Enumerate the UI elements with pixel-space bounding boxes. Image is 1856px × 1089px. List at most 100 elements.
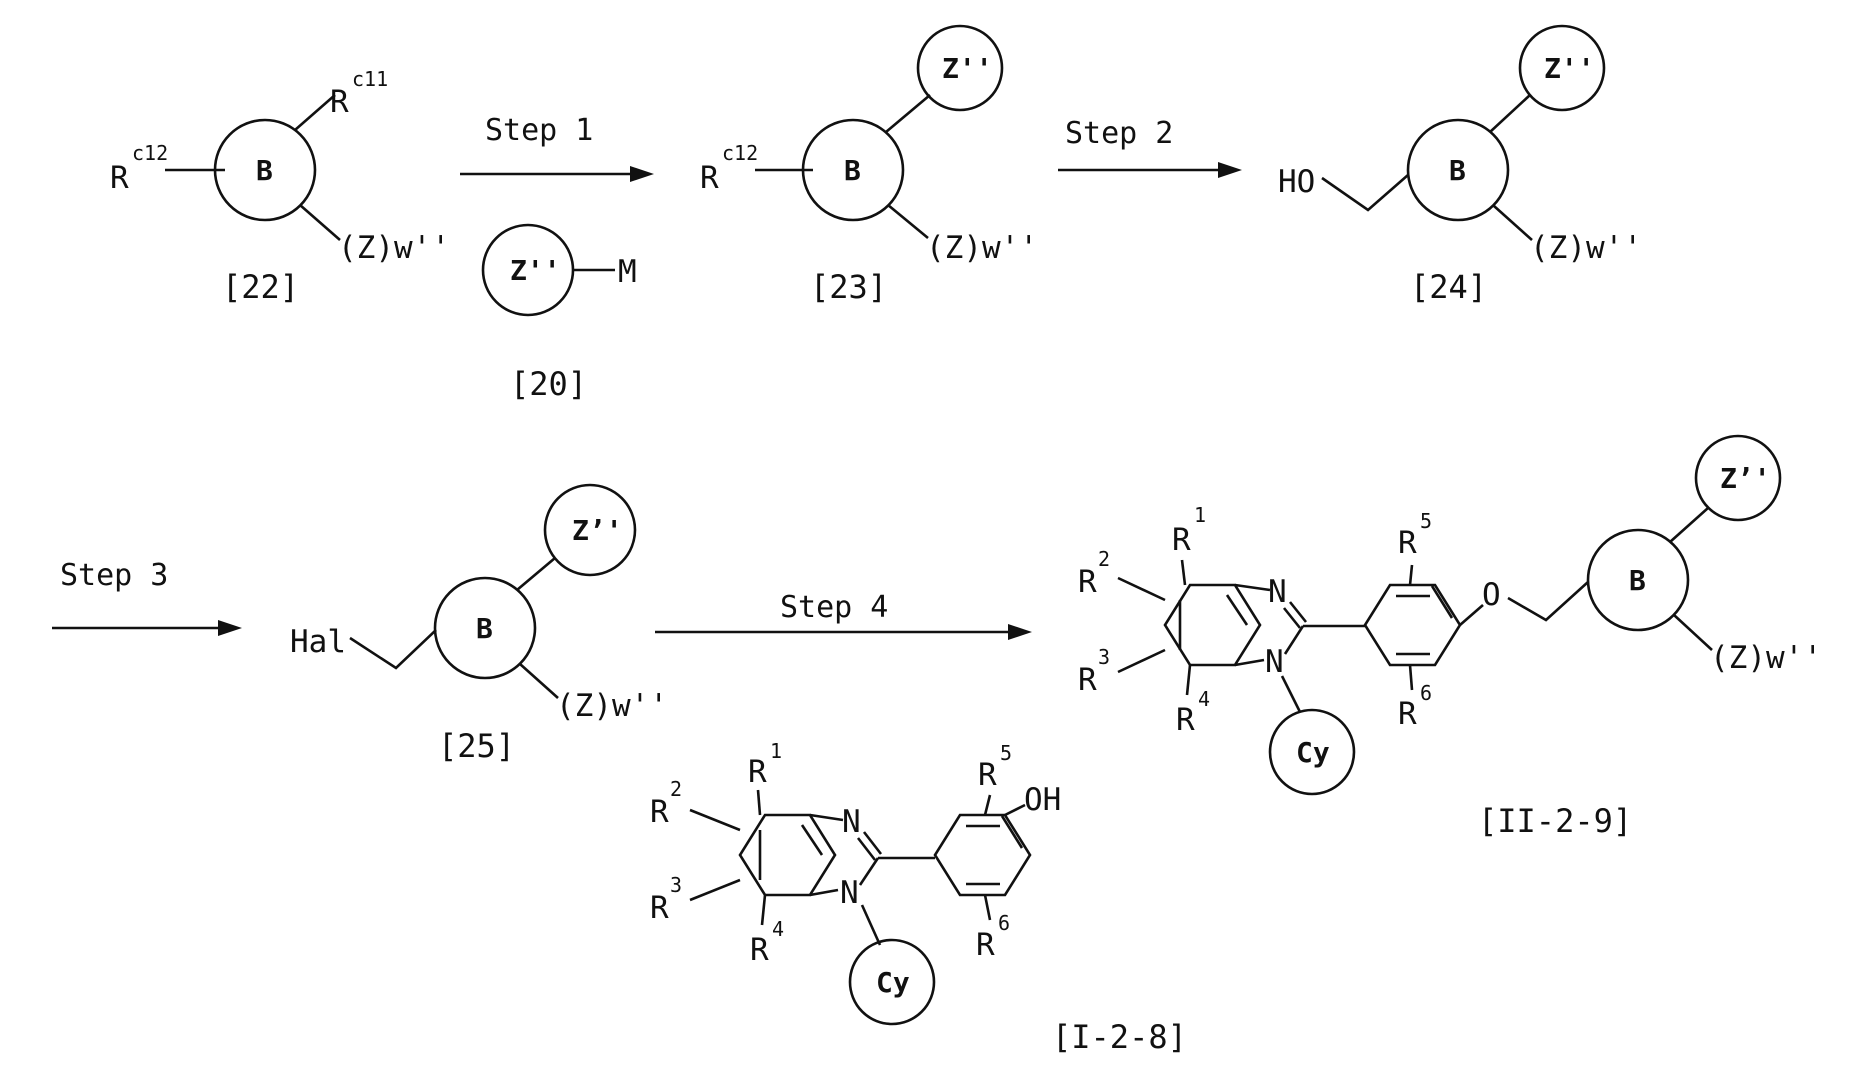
substituent-rc12-superscript: c12 xyxy=(132,141,168,165)
arrowhead xyxy=(1218,162,1242,178)
substituent-r6-superscript: 6 xyxy=(1420,681,1432,705)
bond xyxy=(1235,660,1264,665)
substituent-zw: (Z)w'' xyxy=(926,230,1038,266)
ring-b-label: B xyxy=(844,154,861,187)
substituent-rc12-superscript: c12 xyxy=(722,141,758,165)
substituent-r3-superscript: 3 xyxy=(1098,645,1110,669)
cyclo-ring-label: Cy xyxy=(876,966,910,999)
ring-b-label: B xyxy=(1449,154,1466,187)
ring-z-label: Z'' xyxy=(510,254,561,287)
arrowhead xyxy=(630,166,654,182)
compound-label-22: [22] xyxy=(222,268,299,306)
bond xyxy=(862,905,880,945)
substituent-r6-superscript: 6 xyxy=(998,911,1010,935)
arrowhead xyxy=(1008,624,1032,640)
compound-25: Hal B Z’' (Z)w'' [25] xyxy=(290,485,668,765)
substituent-r3-superscript: 3 xyxy=(670,873,682,897)
bond xyxy=(1508,582,1588,620)
step-3-label: Step 3 xyxy=(60,558,168,593)
compound-20: Z'' M [20] xyxy=(483,225,637,403)
bond xyxy=(1410,665,1412,690)
substituent-r4: R xyxy=(1176,702,1195,738)
bond xyxy=(810,890,838,895)
nitrogen-label: N xyxy=(1268,574,1287,610)
arrow-step-3: Step 3 xyxy=(52,558,242,636)
bond xyxy=(810,815,843,820)
bond xyxy=(517,558,555,590)
ether-oxygen-label: O xyxy=(1482,577,1501,613)
substituent-r1: R xyxy=(748,754,767,790)
substituent-r5: R xyxy=(1398,525,1417,561)
bond xyxy=(1490,95,1530,132)
bond xyxy=(758,790,760,815)
substituent-zw: (Z)w'' xyxy=(556,688,668,724)
compound-ii-2-9: N N O B Z’' (Z)w'' R 1 R 2 R 3 R 4 R 5 xyxy=(1078,436,1822,840)
substituent-r5-superscript: 5 xyxy=(1420,509,1432,533)
substituent-rc12: R xyxy=(110,160,129,196)
substituent-r1: R xyxy=(1172,522,1191,558)
substituent-rc12: R xyxy=(700,160,719,196)
ring-z-label: Z’' xyxy=(572,514,623,547)
bond xyxy=(762,895,765,925)
cyclo-ring-label: Cy xyxy=(1296,736,1330,769)
substituent-rc11: R xyxy=(330,84,349,120)
substituent-r4: R xyxy=(750,932,769,968)
compound-i-2-8: N N OH R 1 R 2 R 3 R 4 R 5 R 6 Cy [I-2-8… xyxy=(650,739,1187,1056)
substituent-zw: (Z)w'' xyxy=(1710,640,1822,676)
bond xyxy=(690,880,740,900)
compound-label-25: [25] xyxy=(438,727,515,765)
ring-z-label: Z'' xyxy=(942,52,993,85)
bond xyxy=(888,205,928,238)
step-2-label: Step 2 xyxy=(1065,116,1173,151)
compound-23: B R c12 Z'' (Z)w'' [23] xyxy=(700,26,1038,306)
hydroxy-label: HO xyxy=(1278,164,1315,200)
compound-label-ii-2-9: [II-2-9] xyxy=(1478,802,1632,840)
bond xyxy=(1322,175,1408,210)
metal-m: M xyxy=(618,254,637,290)
bond xyxy=(1118,578,1165,600)
bond xyxy=(300,205,340,240)
bond xyxy=(1118,650,1165,672)
substituent-zw: (Z)w'' xyxy=(1530,230,1642,266)
substituent-r5: R xyxy=(978,757,997,793)
arrow-step-4: Step 4 xyxy=(655,590,1032,640)
ring-b-label: B xyxy=(1629,564,1646,597)
bond xyxy=(1670,508,1708,542)
bond xyxy=(886,95,930,132)
bond xyxy=(1494,206,1532,240)
substituent-zw: (Z)w'' xyxy=(338,230,450,266)
compound-24: HO B Z'' (Z)w'' [24] xyxy=(1278,26,1642,306)
substituent-r3: R xyxy=(650,890,669,926)
nitrogen-label: N xyxy=(842,804,861,840)
substituent-r2-superscript: 2 xyxy=(1098,547,1110,571)
substituent-r4-superscript: 4 xyxy=(772,917,784,941)
bond xyxy=(1460,605,1483,625)
bond xyxy=(1187,665,1190,695)
bond xyxy=(1282,676,1300,712)
compound-label-24: [24] xyxy=(1410,268,1487,306)
step-1-label: Step 1 xyxy=(485,113,593,148)
hydroxyl-label: OH xyxy=(1024,782,1061,818)
bond xyxy=(1285,626,1303,654)
substituent-r2: R xyxy=(650,794,669,830)
bond xyxy=(1674,615,1712,650)
compound-label-23: [23] xyxy=(810,268,887,306)
arrow-step-1: Step 1 xyxy=(460,113,654,182)
step-4-label: Step 4 xyxy=(780,590,888,625)
halogen-label: Hal xyxy=(290,624,346,660)
nitrogen-label: N xyxy=(840,875,859,911)
substituent-r3: R xyxy=(1078,662,1097,698)
substituent-rc11-superscript: c11 xyxy=(352,67,388,91)
bond xyxy=(985,795,990,815)
bond xyxy=(295,95,335,130)
substituent-r2: R xyxy=(1078,564,1097,600)
ring-b-label: B xyxy=(476,612,493,645)
bond xyxy=(1410,565,1412,585)
substituent-r4-superscript: 4 xyxy=(1198,687,1210,711)
substituent-r5-superscript: 5 xyxy=(1000,741,1012,765)
compound-label-20: [20] xyxy=(510,365,587,403)
bond xyxy=(1005,805,1025,815)
substituent-r1-superscript: 1 xyxy=(1194,503,1206,527)
compound-label-i-2-8: [I-2-8] xyxy=(1052,1018,1187,1056)
